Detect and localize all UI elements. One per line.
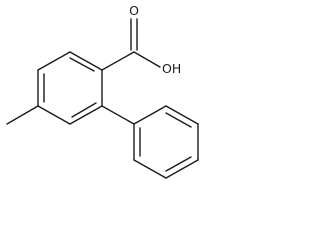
ring-b-bond-5 [133, 159, 167, 179]
chemical-structure: O OH [6, 3, 199, 179]
ring-a-bond-2 [37, 51, 71, 71]
ring-a-double-1 [69, 57, 95, 72]
ring-b-bond-2 [165, 105, 199, 125]
biaryl-bond [101, 105, 135, 125]
ring-a-double-3 [71, 102, 97, 118]
ring-a-bond-4 [37, 105, 71, 125]
carboxyl-carbon-bond [101, 51, 135, 71]
ring-b-double-3 [165, 156, 192, 172]
benzoic-acid-ring [37, 51, 103, 125]
ring-b-bond-1 [133, 105, 167, 125]
carboxylic-acid-group: O OH [101, 3, 181, 76]
carbonyl-oxygen-label: O [129, 3, 139, 18]
phenyl-ring [133, 105, 199, 179]
hydroxyl-label: OH [162, 61, 181, 76]
methyl-bond [6, 105, 39, 125]
ring-b-bond-4 [165, 159, 199, 179]
ring-a-bond-1 [69, 51, 103, 71]
ring-b-double-2 [165, 112, 192, 128]
hydroxyl-bond [133, 51, 161, 68]
ring-a-bond-5 [69, 105, 103, 125]
